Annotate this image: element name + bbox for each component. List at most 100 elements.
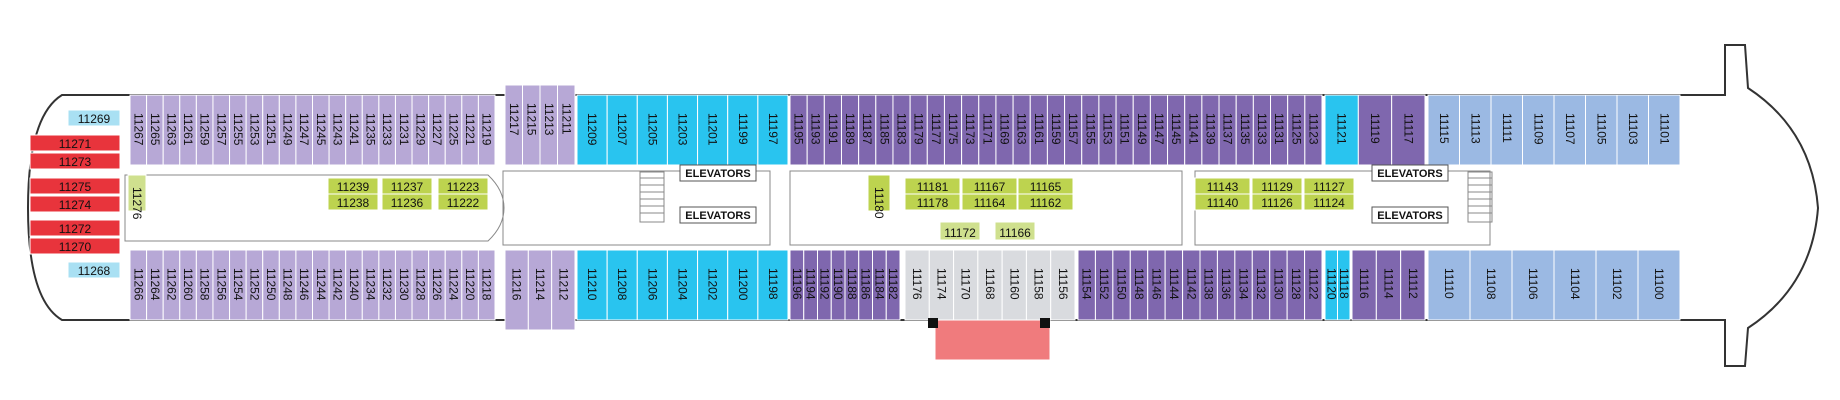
cabin-bottom-11202[interactable]: 11202: [697, 249, 729, 321]
cabin-bottom-11156[interactable]: 11156: [1050, 249, 1076, 321]
cabin-top-11145[interactable]: 11145: [1167, 94, 1186, 166]
interior-cabin-11222[interactable]: 11222: [437, 193, 489, 211]
cabin-bottom-11204[interactable]: 11204: [666, 249, 699, 321]
cabin-top-11135[interactable]: 11135: [1235, 94, 1254, 166]
cabin-bottom-11170[interactable]: 11170: [953, 249, 979, 321]
cabin-top-11243[interactable]: 11243: [328, 94, 347, 166]
interior-block[interactable]: [1194, 193, 1251, 211]
cabin-top-11189[interactable]: 11189: [840, 94, 860, 166]
cabin-top-11245[interactable]: 11245: [312, 94, 330, 166]
cabin-top-11169[interactable]: 11169: [995, 94, 1014, 166]
cabin-block[interactable]: [636, 94, 668, 166]
interior-cabin-11237[interactable]: 11237: [381, 177, 433, 195]
cabin-top-11137[interactable]: 11137: [1218, 94, 1237, 166]
cabin-top-11261[interactable]: 11261: [179, 94, 197, 166]
cabin-block[interactable]: [1025, 249, 1052, 321]
cabin-top-11215[interactable]: 11215: [522, 84, 541, 166]
cabin-bottom-11100[interactable]: 11100: [1637, 249, 1681, 321]
cabin-top-11119[interactable]: 11119: [1357, 94, 1393, 166]
cabin-block[interactable]: [1553, 249, 1597, 321]
cabin-block[interactable]: [636, 249, 668, 321]
cabin-top-11157[interactable]: 11157: [1064, 94, 1083, 166]
cabin-block[interactable]: [1469, 249, 1513, 321]
bow-suite-11269[interactable]: 11269: [67, 109, 121, 127]
cabin-bottom-11216[interactable]: 11216: [504, 249, 529, 331]
cabin-bottom-11220[interactable]: 11220: [461, 249, 479, 321]
cabin-top-11185[interactable]: 11185: [875, 94, 894, 166]
cabin-bottom-11226[interactable]: 11226: [428, 249, 446, 321]
interior-cabin-11223[interactable]: 11223: [437, 177, 489, 195]
interior-cabin-11167[interactable]: 11167: [961, 177, 1018, 195]
cabin-block[interactable]: [757, 249, 789, 321]
cabin-bottom-11234[interactable]: 11234: [361, 249, 380, 321]
cabin-block[interactable]: [477, 94, 496, 166]
interior-cabin-11166[interactable]: 11166: [994, 221, 1036, 241]
cabin-top-11251[interactable]: 11251: [262, 94, 280, 166]
cabin-block[interactable]: [1427, 249, 1471, 321]
cabin-block[interactable]: [606, 94, 638, 166]
interior-cabin-11172[interactable]: 11172: [939, 221, 981, 241]
cabin-top-11179[interactable]: 11179: [909, 94, 928, 166]
interior-cabin-11180[interactable]: 11180: [867, 174, 891, 219]
cabin-block[interactable]: [477, 249, 496, 321]
interior-cabin-11276[interactable]: 11276: [127, 174, 147, 220]
cabin-bottom-11138[interactable]: 11138: [1199, 249, 1218, 321]
cabin-top-11263[interactable]: 11263: [162, 94, 181, 166]
bow-suite-11270[interactable]: 11270: [29, 237, 121, 255]
cabin-block[interactable]: [1459, 94, 1492, 166]
cabin-bottom-11104[interactable]: 11104: [1553, 249, 1597, 321]
cabin-top-11117[interactable]: 11117: [1391, 94, 1426, 166]
interior-block[interactable]: [904, 193, 961, 211]
cabin-top-11191[interactable]: 11191: [823, 94, 842, 166]
cabin-bottom-11256[interactable]: 11256: [212, 249, 231, 321]
cabin-block[interactable]: [576, 249, 608, 321]
cabin-bottom-11150[interactable]: 11150: [1112, 249, 1131, 321]
cabin-top-11207[interactable]: 11207: [606, 94, 638, 166]
cabin-top-11199[interactable]: 11199: [727, 94, 759, 166]
cabin-top-11109[interactable]: 11109: [1522, 94, 1555, 166]
cabin-bottom-11200[interactable]: 11200: [727, 249, 759, 321]
cabin-bottom-11184[interactable]: 11184: [872, 249, 887, 321]
cabin-top-11163[interactable]: 11163: [1012, 94, 1031, 166]
cabin-bottom-11186[interactable]: 11186: [858, 249, 873, 321]
interior-cabin-11126[interactable]: 11126: [1251, 193, 1303, 211]
cabin-top-11203[interactable]: 11203: [666, 94, 699, 166]
cabin-top-11177[interactable]: 11177: [926, 94, 945, 166]
cabin-bottom-11254[interactable]: 11254: [229, 249, 247, 321]
cabin-top-11103[interactable]: 11103: [1616, 94, 1649, 166]
cabin-top-11265[interactable]: 11265: [146, 94, 164, 166]
interior-block[interactable]: [381, 193, 433, 211]
cabin-bottom-11160[interactable]: 11160: [1001, 249, 1027, 321]
cabin-top-11175[interactable]: 11175: [943, 94, 963, 166]
cabin-top-11105[interactable]: 11105: [1585, 94, 1618, 166]
cabin-top-11147[interactable]: 11147: [1149, 94, 1169, 166]
interior-cabin-11178[interactable]: 11178: [904, 193, 961, 211]
cabin-bottom-11188[interactable]: 11188: [844, 249, 860, 321]
cabin-top-11257[interactable]: 11257: [212, 94, 231, 166]
bow-suite-11275[interactable]: 11275: [29, 177, 121, 195]
cabin-top-11161[interactable]: 11161: [1029, 94, 1048, 166]
cabin-bottom-11214[interactable]: 11214: [527, 249, 553, 331]
cabin-block[interactable]: [1304, 249, 1323, 321]
cabin-block[interactable]: [1400, 249, 1426, 321]
cabin-top-11233[interactable]: 11233: [378, 94, 396, 166]
cabin-bottom-11146[interactable]: 11146: [1147, 249, 1166, 321]
interior-cabin-11129[interactable]: 11129: [1251, 177, 1303, 195]
cabin-top-11149[interactable]: 11149: [1132, 94, 1151, 166]
interior-cabin-11239[interactable]: 11239: [327, 177, 379, 195]
interior-block[interactable]: [327, 193, 379, 211]
cabin-top-11195[interactable]: 11195: [789, 94, 808, 166]
cabin-top-11121[interactable]: 11121: [1324, 94, 1359, 166]
cabin-block[interactable]: [1648, 94, 1681, 166]
interior-block[interactable]: [961, 193, 1018, 211]
cabin-bottom-11246[interactable]: 11246: [295, 249, 313, 321]
cabin-top-11125[interactable]: 11125: [1287, 94, 1306, 166]
cabin-top-11267[interactable]: 11267: [129, 94, 148, 166]
cabin-block[interactable]: [1324, 94, 1359, 166]
cabin-bottom-11168[interactable]: 11168: [977, 249, 1003, 321]
suite-block[interactable]: [67, 109, 121, 127]
suite-block[interactable]: [67, 261, 121, 279]
cabin-top-11209[interactable]: 11209: [576, 94, 608, 166]
cabin-bottom-11232[interactable]: 11232: [378, 249, 396, 321]
suite-block[interactable]: [29, 134, 121, 152]
